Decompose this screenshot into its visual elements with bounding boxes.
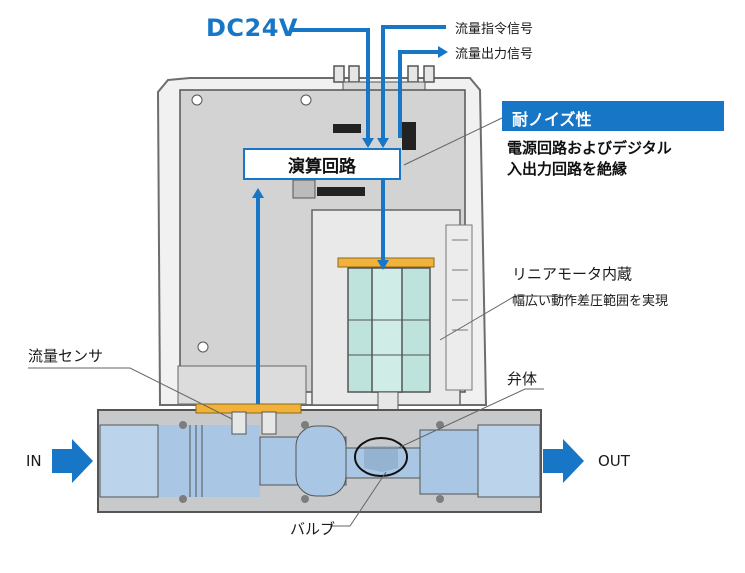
linear-motor-title: リニアモータ内蔵 <box>512 265 633 283</box>
calc-circuit-box: 演算回路 <box>243 148 401 180</box>
noise-description-line2: 入出力回路を絶縁 <box>507 160 628 178</box>
inlet-arrow <box>52 439 93 483</box>
noise-description: 電源回路およびデジタル 入出力回路を絶縁 <box>507 138 672 180</box>
noise-badge: 耐ノイズ性 <box>502 101 724 131</box>
linear-motor <box>337 257 435 443</box>
valve-label: バルブ <box>290 520 336 538</box>
inlet-label: IN <box>26 452 42 470</box>
outlet-arrow <box>543 439 584 483</box>
signal-arrows <box>252 25 448 404</box>
body-label: 弁体 <box>507 370 538 388</box>
noise-title: 耐ノイズ性 <box>512 110 592 129</box>
signal-in-label: 流量指令信号 <box>455 22 534 37</box>
valve-body <box>97 403 542 513</box>
housing <box>156 65 488 406</box>
leader-lines <box>28 117 570 527</box>
noise-description-line1: 電源回路およびデジタル <box>507 139 672 157</box>
power-label: DC24V <box>206 14 299 42</box>
calc-circuit-label: 演算回路 <box>288 156 356 177</box>
signal-out-label: 流量出力信号 <box>455 47 534 62</box>
outlet-label: OUT <box>598 452 630 470</box>
flow-sensor-label: 流量センサ <box>28 347 104 365</box>
linear-motor-subtitle: 幅広い動作差圧範囲を実現 <box>512 294 669 309</box>
